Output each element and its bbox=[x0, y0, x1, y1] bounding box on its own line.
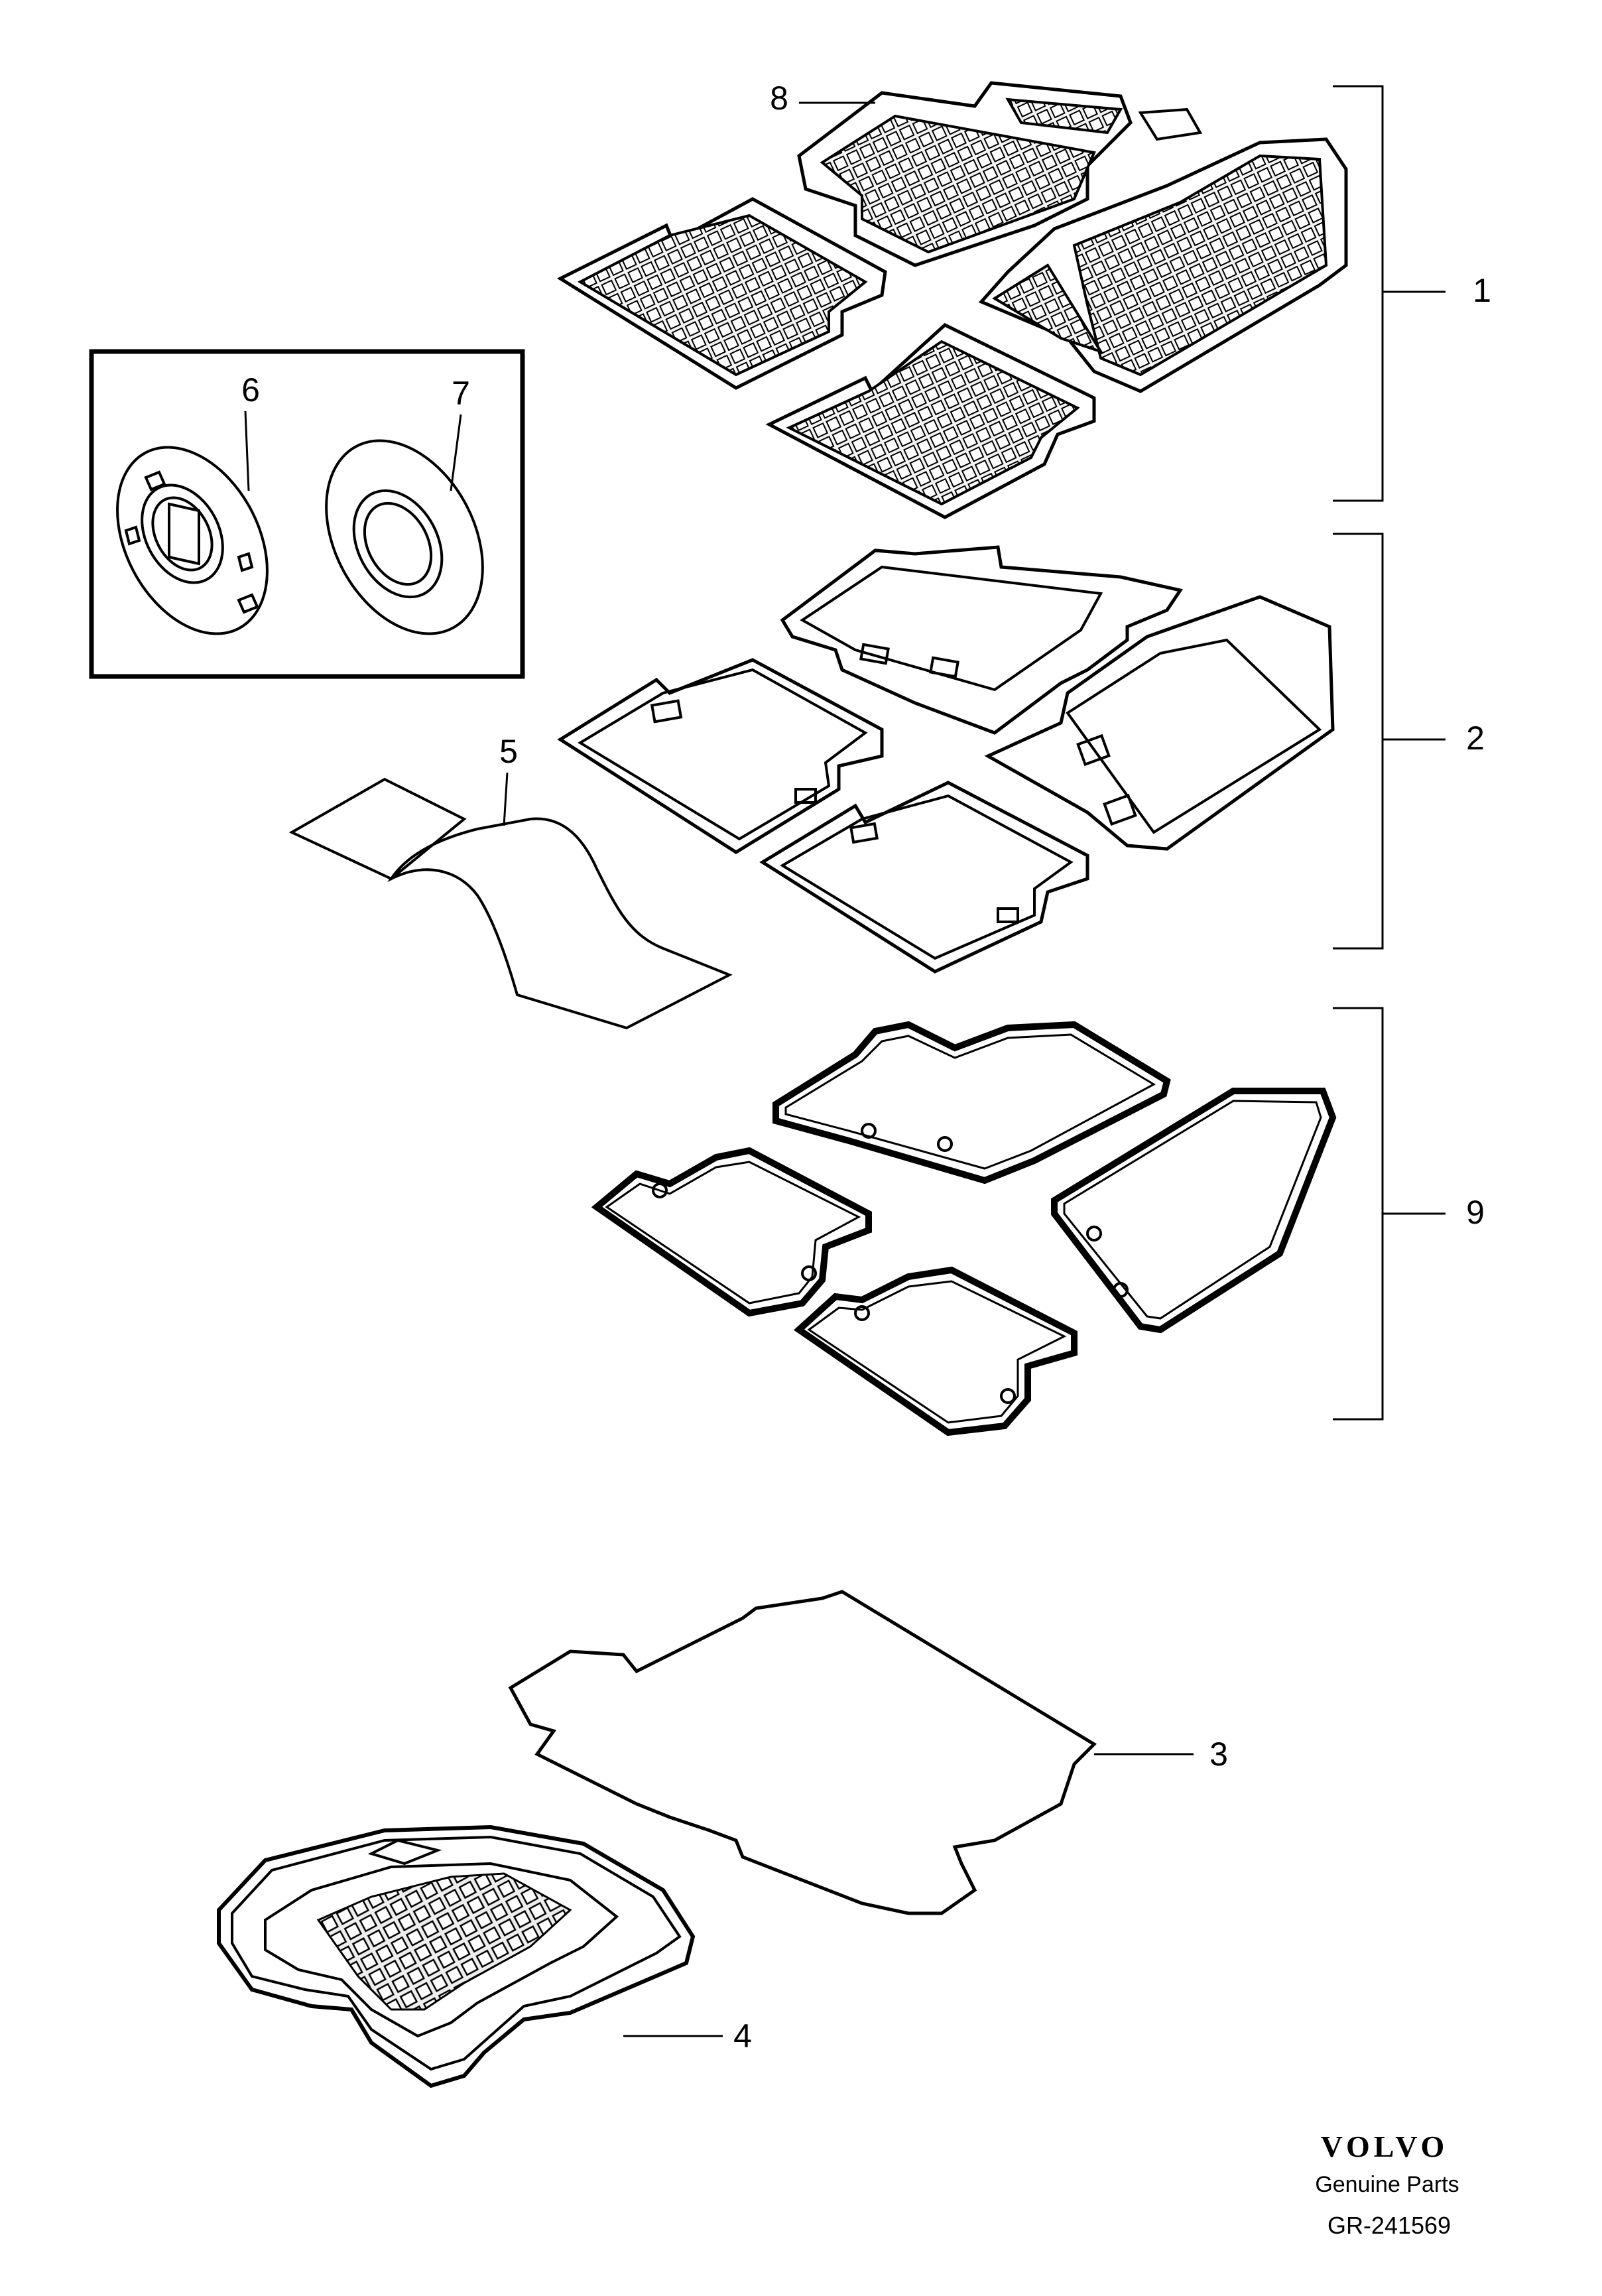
cargo-mat bbox=[508, 1590, 1097, 1915]
rubber-mat-front-right bbox=[978, 137, 1348, 393]
bracket-1 bbox=[1333, 85, 1384, 502]
rubber-mat-rear-left bbox=[556, 197, 887, 390]
leader-7 bbox=[450, 414, 462, 491]
bracket-2 bbox=[1333, 533, 1384, 950]
callout-4: 4 bbox=[733, 2017, 752, 2055]
leader-5 bbox=[503, 772, 509, 826]
fastener-clip bbox=[116, 446, 269, 635]
textile-mat-front-right bbox=[984, 595, 1335, 851]
volvo-logo: VOLVO bbox=[1321, 2130, 1449, 2163]
figure-id: GR-241569 bbox=[1327, 2212, 1451, 2239]
carpet-mat-rear-left bbox=[591, 1147, 872, 1317]
callout-7: 7 bbox=[452, 375, 470, 412]
leader-lines bbox=[244, 85, 1446, 2037]
genuine-parts-label: Genuine Parts bbox=[1315, 2172, 1459, 2197]
leader-6 bbox=[244, 411, 250, 491]
callout-3: 3 bbox=[1209, 1736, 1228, 1773]
callout-5: 5 bbox=[499, 733, 518, 770]
rubber-mat-rear-right bbox=[765, 323, 1096, 519]
textile-mat-rear-left bbox=[557, 658, 884, 854]
rubber-mat-front-left bbox=[797, 81, 1203, 267]
textile-mat-front-left bbox=[780, 545, 1184, 735]
cargo-tray bbox=[217, 1824, 696, 2088]
textile-mat-set bbox=[557, 545, 1335, 974]
carpet-mat-front-right bbox=[1051, 1088, 1337, 1334]
callout-1: 1 bbox=[1473, 272, 1491, 309]
callout-9: 9 bbox=[1466, 1194, 1485, 1231]
callout-6: 6 bbox=[241, 371, 260, 409]
brand-block: VOLVO Genuine Parts GR-241569 bbox=[1315, 2130, 1459, 2239]
clip-detail-box bbox=[89, 349, 525, 679]
rubber-mat-set bbox=[556, 81, 1348, 519]
carpet-mat-set bbox=[591, 1021, 1337, 1436]
textile-mat-rear-right bbox=[759, 781, 1089, 974]
callout-2: 2 bbox=[1466, 720, 1485, 757]
callout-8: 8 bbox=[770, 80, 788, 117]
carpet-roll bbox=[288, 777, 733, 1030]
carpet-mat-front-left bbox=[772, 1021, 1171, 1184]
carpet-mat-rear-right bbox=[793, 1266, 1078, 1436]
fastener-ring bbox=[325, 439, 484, 635]
bracket-9 bbox=[1333, 1007, 1384, 1421]
